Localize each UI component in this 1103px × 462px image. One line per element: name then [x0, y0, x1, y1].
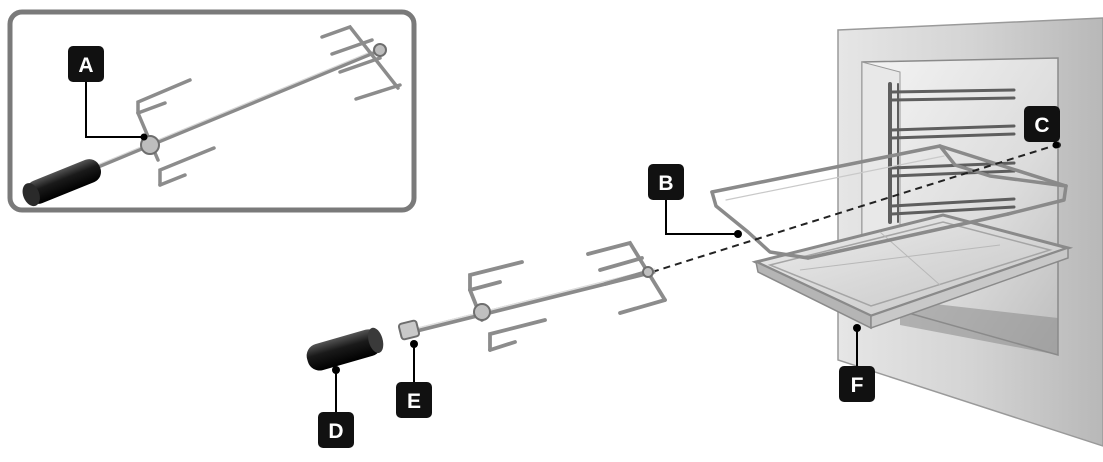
label-f-badge: F	[839, 366, 875, 402]
label-b-leader	[665, 198, 738, 235]
label-d-badge: D	[318, 412, 354, 448]
label-c-badge: C	[1024, 106, 1060, 142]
label-a-text: A	[78, 54, 93, 77]
spit-left-fork	[468, 260, 547, 352]
spit-end-collar	[397, 319, 421, 341]
detached-handle	[306, 327, 384, 371]
drip-tray	[751, 213, 1074, 330]
main-spit	[397, 144, 1057, 352]
label-e-badge: E	[396, 382, 432, 418]
inset-handle	[22, 159, 102, 207]
spit-axis-dashed	[651, 144, 1057, 273]
inset-panel: A	[7, 9, 417, 213]
label-b-badge: B	[648, 164, 684, 200]
label-b-text: B	[658, 172, 673, 195]
spit-support-rack	[710, 144, 1068, 260]
label-a-leader	[85, 82, 146, 138]
inset-right-fork	[320, 24, 402, 101]
label-a-badge: A	[68, 46, 104, 82]
label-d-text: D	[328, 420, 343, 443]
label-f-text: F	[851, 374, 864, 397]
spit-right-fork	[586, 240, 667, 315]
label-e-text: E	[407, 390, 421, 413]
label-c-text: C	[1034, 114, 1049, 137]
inset-fork-hub	[140, 135, 160, 155]
